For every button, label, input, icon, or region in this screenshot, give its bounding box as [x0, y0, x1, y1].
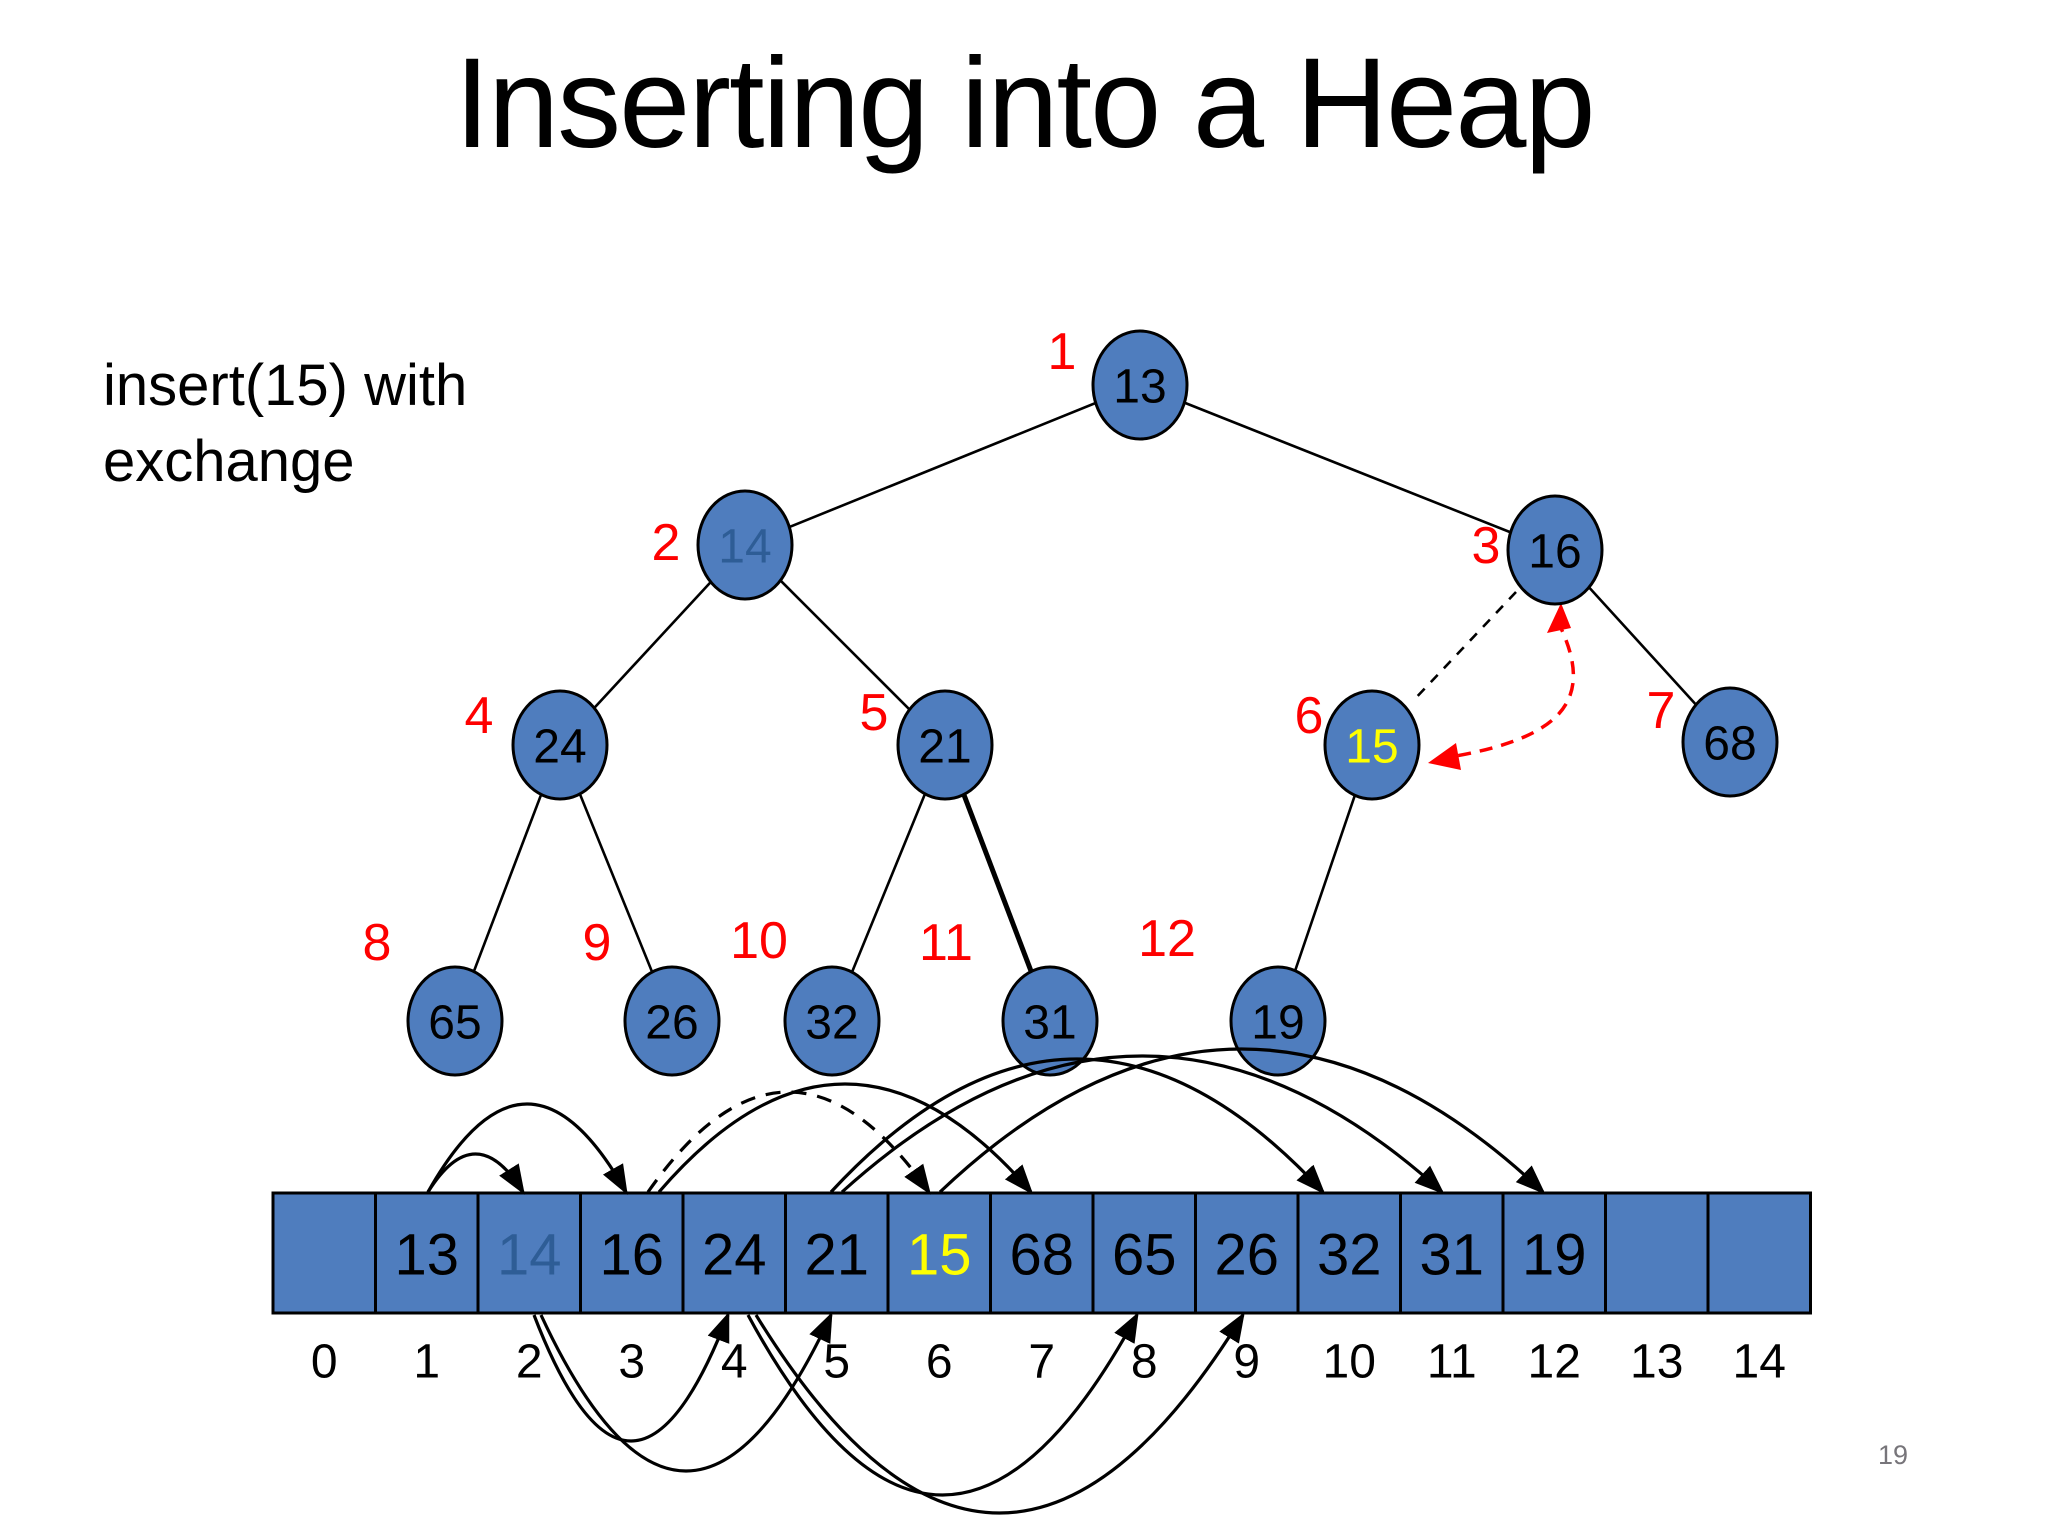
array-index-label-14: 14	[1733, 1336, 1786, 1389]
array-link-5-10	[829, 1057, 1326, 1195]
array-cell-13	[1604, 1191, 1710, 1315]
array-cell-value-12: 19	[1522, 1223, 1587, 1288]
tree-node-3	[1506, 494, 1604, 606]
tree-node-index-label-2: 2	[652, 514, 681, 572]
tree-node-value-4: 24	[533, 721, 586, 774]
tree-node-value-9: 26	[645, 997, 698, 1050]
array-cell-value-5: 21	[804, 1223, 869, 1288]
tree-node-5	[896, 689, 994, 801]
tree-node-index-label-4: 4	[465, 687, 494, 745]
tree-node-2	[696, 489, 794, 601]
array-cell-value-11: 31	[1419, 1223, 1484, 1288]
tree-node-8	[406, 965, 504, 1077]
array-index-label-11: 11	[1427, 1336, 1477, 1389]
array-cell-value-3: 16	[599, 1223, 664, 1288]
tree-node-index-label-5: 5	[860, 684, 889, 742]
tree-edge-1-2	[744, 383, 1141, 547]
array-index-label-7: 7	[1028, 1336, 1055, 1389]
tree-node-index-label-3: 3	[1472, 517, 1501, 575]
array-link-3-6	[646, 1090, 931, 1195]
tree-node-index-label-11: 11	[919, 914, 973, 972]
array-cell-value-4: 24	[702, 1223, 767, 1288]
array-cell-12	[1501, 1191, 1607, 1315]
tree-node-index-label-10: 10	[730, 912, 788, 970]
array-index-label-13: 13	[1630, 1336, 1683, 1389]
array-cell-value-10: 32	[1317, 1223, 1382, 1288]
array-index-label-5: 5	[823, 1336, 850, 1389]
array-link-6-12	[938, 1047, 1546, 1195]
array-index-label-1: 1	[413, 1336, 440, 1389]
tree-node-10	[783, 965, 881, 1077]
tree-node-index-label-6: 6	[1295, 687, 1324, 745]
array-link-1-2	[426, 1152, 525, 1195]
array-link-4-9	[754, 1312, 1245, 1515]
array-cell-10	[1296, 1191, 1402, 1315]
exchange-arrowhead-2	[1428, 743, 1461, 770]
array-index-label-12: 12	[1528, 1336, 1581, 1389]
array-cell-0	[271, 1191, 377, 1315]
tree-node-value-5: 21	[918, 721, 971, 774]
array-cell-value-8: 65	[1112, 1223, 1177, 1288]
array-cell-4	[681, 1191, 787, 1315]
array-cell-value-6: 15	[907, 1223, 972, 1288]
array-link-2-5	[539, 1311, 833, 1473]
array-index-label-4: 4	[721, 1336, 748, 1389]
array-cell-9	[1194, 1191, 1300, 1315]
tree-edge-1-3	[1139, 383, 1556, 552]
page-number: 19	[1878, 1440, 1909, 1470]
tree-node-index-label-7: 7	[1647, 682, 1676, 740]
tree-node-index-label-9: 9	[583, 914, 612, 972]
array-cell-1	[374, 1191, 480, 1315]
tree-node-value-1: 13	[1113, 361, 1166, 414]
array-cell-value-9: 26	[1214, 1223, 1279, 1288]
tree-node-11	[1001, 965, 1099, 1077]
subtitle-line-2: exchange	[103, 429, 355, 494]
subtitle-line-1: insert(15) with	[103, 353, 468, 418]
exchange-arrowhead-1	[1547, 603, 1571, 633]
tree-node-value-3: 16	[1528, 526, 1581, 579]
array-link-1-3	[426, 1102, 628, 1196]
slide-title: Inserting into a Heap	[454, 32, 1595, 175]
tree-node-value-12: 19	[1251, 997, 1304, 1050]
array-cell-8	[1091, 1191, 1197, 1315]
array-link-3-7	[657, 1082, 1034, 1195]
tree-node-value-10: 32	[805, 997, 858, 1050]
tree-node-1	[1091, 329, 1189, 441]
array-index-label-6: 6	[926, 1336, 953, 1389]
array-cell-7	[989, 1191, 1095, 1315]
array-index-label-9: 9	[1233, 1336, 1260, 1389]
array-cell-value-7: 68	[1009, 1223, 1074, 1288]
array-cell-value-2: 14	[497, 1223, 562, 1288]
array-cell-6	[886, 1191, 992, 1315]
tree-node-value-6: 15	[1345, 721, 1398, 774]
exchange-arrow	[1449, 619, 1576, 759]
array-link-2-4	[532, 1311, 730, 1443]
tree-node-value-2: 14	[718, 521, 771, 574]
array-cell-14	[1706, 1191, 1812, 1315]
tree-node-value-7: 68	[1703, 718, 1756, 771]
array-index-label-0: 0	[311, 1336, 338, 1389]
tree-node-value-11: 31	[1023, 997, 1076, 1050]
tree-node-4	[511, 689, 609, 801]
tree-node-index-label-1: 1	[1048, 323, 1077, 381]
tree-node-value-8: 65	[428, 997, 481, 1050]
array-index-label-3: 3	[618, 1336, 645, 1389]
array-index-label-8: 8	[1131, 1336, 1158, 1389]
array-index-label-10: 10	[1323, 1336, 1376, 1389]
array-index-label-2: 2	[516, 1336, 543, 1389]
array-link-4-8	[746, 1311, 1139, 1497]
tree-node-6	[1323, 689, 1421, 801]
tree-node-index-label-12: 12	[1138, 910, 1196, 968]
tree-node-7	[1681, 686, 1779, 798]
array-cell-11	[1399, 1191, 1505, 1315]
array-link-5-11	[840, 1054, 1445, 1195]
tree-node-9	[623, 965, 721, 1077]
tree-node-index-label-8: 8	[363, 914, 392, 972]
array-cell-3	[579, 1191, 685, 1315]
array-cell-value-1: 13	[394, 1223, 459, 1288]
tree-edge-3-6	[1411, 591, 1517, 703]
